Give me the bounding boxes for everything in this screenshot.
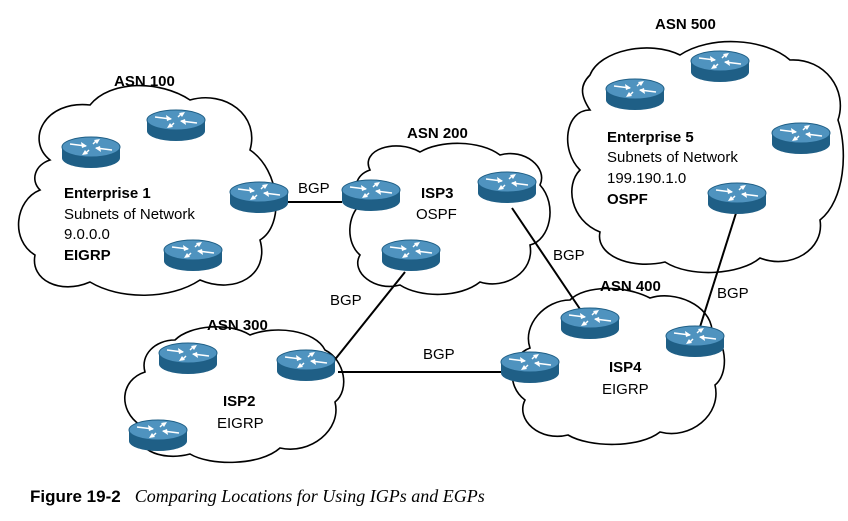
isp2-name: ISP2 <box>223 393 256 410</box>
asn-400-label: ASN 400 <box>600 278 661 295</box>
router-icon <box>276 349 336 382</box>
link-asn500-asn400 <box>699 209 738 328</box>
router-icon <box>163 239 223 272</box>
router-icon <box>605 78 665 111</box>
figure-caption: Figure 19-2 Comparing Locations for Using… <box>30 486 485 507</box>
link-label-asn200-asn300: BGP <box>330 292 362 309</box>
router-icon <box>771 122 831 155</box>
enterprise-5-subnet-label: Subnets of Network <box>607 149 738 166</box>
router-icon <box>229 181 289 214</box>
router-icon <box>158 342 218 375</box>
router-icon <box>500 351 560 384</box>
router-icon <box>146 109 206 142</box>
router-icon <box>707 182 767 215</box>
asn-200-label: ASN 200 <box>407 125 468 142</box>
router-icon <box>381 239 441 272</box>
link-label-asn100-asn200: BGP <box>298 180 330 197</box>
router-icon <box>665 325 725 358</box>
link-label-asn300-asn400: BGP <box>423 346 455 363</box>
figure-number: Figure 19-2 <box>30 487 121 506</box>
isp4-name: ISP4 <box>609 359 642 376</box>
enterprise-1-name: Enterprise 1 <box>64 185 151 202</box>
router-icon <box>128 419 188 452</box>
router-icon <box>477 171 537 204</box>
figure-title: Comparing Locations for Using IGPs and E… <box>134 486 485 506</box>
enterprise-5-protocol: OSPF <box>607 191 648 208</box>
link-asn200-asn300 <box>332 271 406 363</box>
asn-100-label: ASN 100 <box>114 73 175 90</box>
isp2-protocol: EIGRP <box>217 415 264 432</box>
isp4-protocol: EIGRP <box>602 381 649 398</box>
router-icon <box>560 307 620 340</box>
link-asn200-asn400 <box>511 207 583 313</box>
enterprise-5-name: Enterprise 5 <box>607 129 694 146</box>
asn-300-label: ASN 300 <box>207 317 268 334</box>
link-label-asn500-asn400: BGP <box>717 285 749 302</box>
router-icon <box>61 136 121 169</box>
enterprise-1-network: 9.0.0.0 <box>64 226 110 243</box>
isp3-protocol: OSPF <box>416 206 457 223</box>
enterprise-5-network: 199.190.1.0 <box>607 170 686 187</box>
enterprise-1-protocol: EIGRP <box>64 247 111 264</box>
router-icon <box>690 50 750 83</box>
link-label-asn200-asn400: BGP <box>553 247 585 264</box>
router-icon <box>341 179 401 212</box>
enterprise-1-subnet-label: Subnets of Network <box>64 206 195 223</box>
isp3-name: ISP3 <box>421 185 454 202</box>
asn-500-label: ASN 500 <box>655 16 716 33</box>
